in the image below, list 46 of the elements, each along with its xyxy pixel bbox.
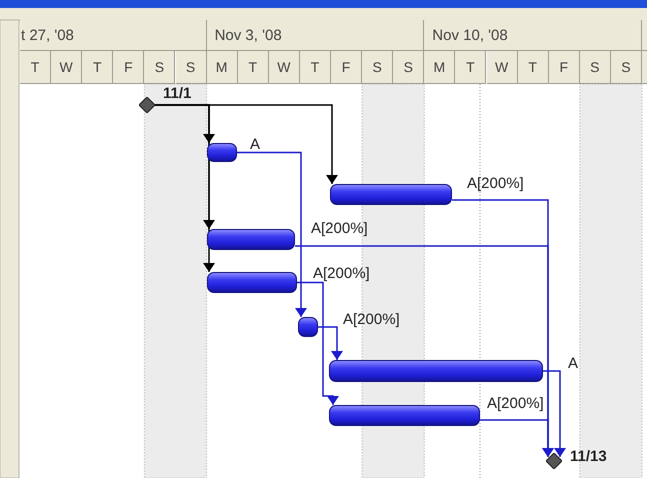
day-header: F xyxy=(331,51,362,84)
dependency-arrow xyxy=(480,419,554,457)
dependency-arrow xyxy=(297,282,339,405)
task-bar xyxy=(207,229,295,250)
dependency-arrow xyxy=(543,370,566,457)
milestone-date: 11/13 xyxy=(570,449,607,465)
day-header: W xyxy=(51,51,82,84)
dependency-arrow xyxy=(318,326,343,360)
day-header: S xyxy=(610,51,642,84)
day-header: F xyxy=(113,51,144,84)
task-bar xyxy=(207,143,237,162)
day-header: T xyxy=(20,51,52,84)
day-header: F xyxy=(548,51,580,84)
day-header: T xyxy=(518,51,549,84)
task-bar xyxy=(329,405,480,426)
day-header: W xyxy=(486,51,518,84)
task-bar xyxy=(207,272,297,293)
milestone-date: 11/1 xyxy=(163,86,192,102)
resource-label: A[200%] xyxy=(487,396,544,412)
resource-label: A[200%] xyxy=(343,312,400,328)
day-header: W xyxy=(268,51,300,84)
day-header: T xyxy=(82,51,114,84)
day-header: T xyxy=(300,51,331,84)
milestone-diamond xyxy=(546,453,562,469)
day-header: T xyxy=(238,51,269,84)
day-header: S xyxy=(176,51,207,84)
day-header: T xyxy=(455,51,486,84)
day-header: M xyxy=(424,51,456,84)
day-header: S xyxy=(580,51,611,84)
milestone-diamond xyxy=(139,97,155,113)
week-header: Nov 10, '08 xyxy=(424,20,642,51)
day-header: M xyxy=(206,51,238,84)
dependency-arrow xyxy=(237,152,307,317)
resource-label: A xyxy=(568,356,578,372)
resource-label: A[200%] xyxy=(313,266,370,282)
resource-label: A[200%] xyxy=(467,176,524,192)
week-header: t 27, '08 xyxy=(20,20,207,51)
resource-label: A xyxy=(250,137,260,153)
resource-label: A[200%] xyxy=(311,221,368,237)
task-bar xyxy=(329,360,543,382)
day-header: S xyxy=(362,51,394,84)
task-bar xyxy=(330,184,452,205)
task-bar xyxy=(298,317,318,337)
day-header: S xyxy=(393,51,424,84)
week-header: Nov 3, '08 xyxy=(206,20,424,51)
day-header: S xyxy=(144,51,176,84)
